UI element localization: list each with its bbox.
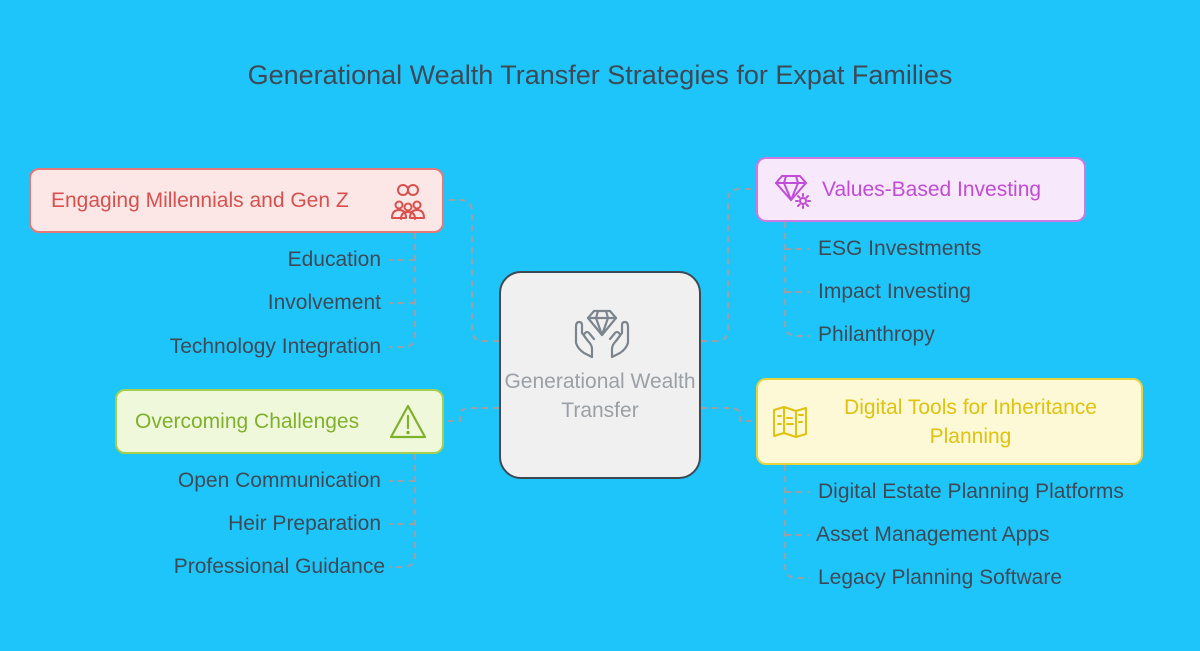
people-link-icon: [391, 183, 425, 220]
connector-center-millennials: [444, 199, 499, 342]
diagram-title: Generational Wealth Transfer Strategies …: [247, 60, 953, 90]
diamond-in-hands-icon: [574, 309, 630, 359]
list-item-open-communication: Open Communication: [177, 469, 381, 492]
map-icon: [773, 405, 807, 438]
connector-center-digital: [701, 407, 756, 422]
branch-digital-tools: Digital Tools for Inheritance Planning: [756, 378, 1143, 465]
list-item-esg-investments: ESG Investments: [818, 237, 982, 260]
branch-values-investing: Values-Based Investing: [756, 157, 1086, 222]
list-item-digital-estate-planning-platforms: Digital Estate Planning Platforms: [818, 480, 1124, 503]
warning-icon: [389, 404, 427, 438]
branch-millennials-label: Engaging Millennials and Gen Z: [51, 189, 349, 212]
branch-overcoming-challenges-label: Overcoming Challenges: [135, 410, 360, 433]
list-item-philanthropy: Philanthropy: [818, 323, 935, 346]
central-node-label: Generational Wealth Transfer: [504, 370, 696, 422]
central-node: Generational Wealth Transfer: [499, 271, 701, 479]
list-item-legacy-planning-software: Legacy Planning Software: [818, 566, 1062, 589]
list-item-involvement: Involvement: [267, 291, 381, 314]
connector-center-values: [701, 188, 756, 342]
connector-challenges-items: [390, 454, 416, 568]
branch-values-investing-label: Values-Based Investing: [822, 178, 1042, 201]
connector-millennials-items: [390, 233, 416, 348]
connector-digital-items: [784, 465, 810, 579]
list-item-asset-management-apps: Asset Management Apps: [816, 523, 1050, 546]
branch-overcoming-challenges: Overcoming Challenges: [115, 389, 444, 454]
list-item-heir-preparation: Heir Preparation: [228, 512, 381, 535]
connector-values-items: [784, 222, 810, 337]
diamond-gear-icon: [775, 174, 811, 209]
list-item-impact-investing: Impact Investing: [818, 280, 971, 303]
connector-center-challenges: [444, 407, 499, 422]
list-item-technology-integration: Technology Integration: [169, 335, 381, 358]
branch-millennials: Engaging Millennials and Gen Z: [29, 168, 444, 233]
list-item-education: Education: [287, 248, 381, 271]
list-item-professional-guidance: Professional Guidance: [173, 555, 385, 578]
branch-digital-tools-label: Digital Tools for Inheritance Planning: [844, 395, 1097, 448]
